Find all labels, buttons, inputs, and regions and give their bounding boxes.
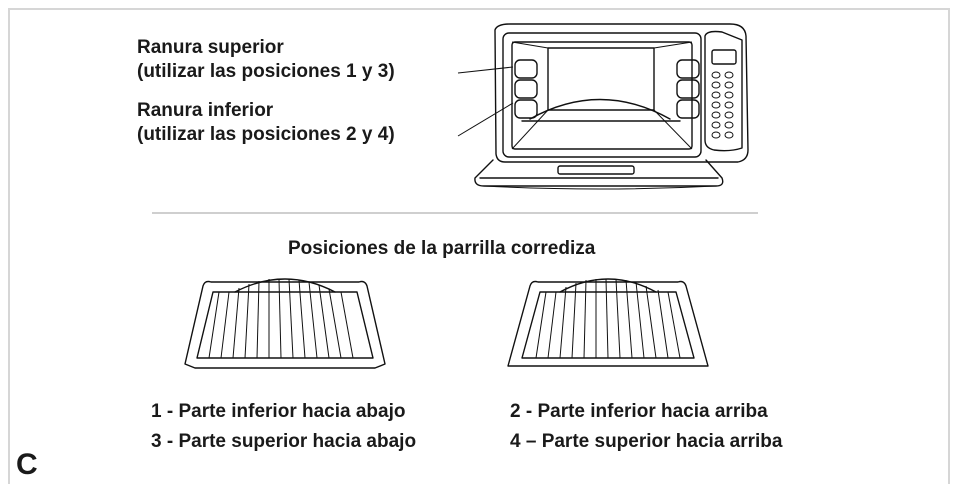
rack-position-2: 2 - Parte inferior hacia arriba: [510, 401, 768, 422]
upper-slot-note: (utilizar las posiciones 1 y 3): [137, 61, 395, 82]
rack-illustration-bottom-down: [184, 278, 386, 369]
rack-illustration-bottom-up: [507, 278, 709, 367]
rack-position-4: 4 – Parte superior hacia arriba: [510, 431, 783, 452]
page-frame: [8, 8, 950, 484]
upper-leader-line: [457, 66, 514, 74]
rack-position-1: 1 - Parte inferior hacia abajo: [151, 401, 406, 422]
section-letter: C: [16, 448, 38, 481]
upper-slot-title: Ranura superior: [137, 37, 284, 58]
lower-slot-note: (utilizar las posiciones 2 y 4): [137, 124, 395, 145]
rack-position-3: 3 - Parte superior hacia abajo: [151, 431, 417, 452]
lower-slot-title: Ranura inferior: [137, 100, 274, 121]
lower-leader-line: [457, 102, 514, 137]
oven-illustration: [457, 23, 749, 190]
rack-section-title: Posiciones de la parrilla corrediza: [288, 238, 596, 259]
section-divider: [152, 212, 758, 214]
